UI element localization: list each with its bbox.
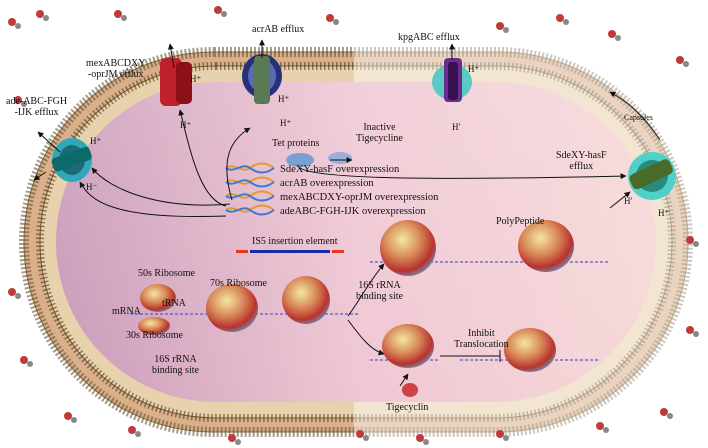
kpg-efflux-label: kpgABC efflux <box>398 32 460 43</box>
ribosome-70s-label: 70s Ribosome <box>210 278 267 289</box>
ion-h-plus-acr: H⁺ <box>278 94 290 104</box>
mex-efflux-pump <box>160 58 192 106</box>
ribosome-50s <box>140 284 176 312</box>
mex-efflux-line2: -oprJM efflux <box>87 69 144 80</box>
capsules-label: Capsules <box>624 113 653 122</box>
ade-efflux-label: ade-ABC-FGH -IJK efflux <box>6 96 67 118</box>
ade-efflux-line1: ade-ABC-FGH <box>6 96 68 107</box>
tet-proteins-label: Tet proteins <box>272 138 320 149</box>
dna-helices <box>225 162 275 216</box>
kpg-efflux-pump <box>432 58 472 102</box>
tigecyclin-label: Tigecyclin <box>386 402 429 413</box>
sde-efflux-line1: SdeXY-hasF <box>556 150 607 161</box>
ade-efflux-line2: -IJK efflux <box>14 107 59 118</box>
overexpression-1: SdeXY-hasF overexpression <box>280 164 400 175</box>
sde-efflux-label: SdeXY-hasF efflux <box>556 150 607 172</box>
tet-molecules <box>286 152 418 397</box>
ribosome-30s-label: 30s Ribosome <box>126 330 183 341</box>
overexpression-2: acrAB overexpression <box>280 178 374 189</box>
is5-label: IS5 insertion element <box>252 236 338 247</box>
ion-h-plus-mex-2: H⁺ <box>180 120 192 130</box>
inactive-tigecycline-label: Inactive Tigecycline <box>356 122 403 144</box>
ion-h-plus-ade: H⁺ <box>90 136 102 146</box>
inhibit-line1: Inhibit <box>467 328 495 339</box>
mex-efflux-line1: mexABCDXY <box>86 58 146 69</box>
mex-efflux-label: mexABCDXY -oprJM efflux <box>86 58 145 80</box>
binding-right-line1: 16S rRNA <box>358 280 401 291</box>
acr-efflux-label: acrAB efflux <box>252 24 305 35</box>
binding-site-right-label: 16S rRNA binding site <box>356 280 403 302</box>
overexpression-4: adeABC-FGH-IJK overexpression <box>280 206 426 217</box>
ion-h-plus-kpg: H⁺ <box>468 64 480 74</box>
ribosome-70s <box>206 284 258 332</box>
ion-h-plus-sde: H⁺ <box>658 208 670 218</box>
inactive-line1: Inactive <box>363 122 396 133</box>
sde-efflux-pump <box>628 152 676 200</box>
inhibit-label: Inhibit Translocation <box>454 328 509 350</box>
ion-h-prime-kpg: H' <box>452 122 461 132</box>
ribosome-tetb <box>282 276 330 324</box>
arrows <box>33 39 661 387</box>
mrna-label: mRNA <box>112 306 141 317</box>
ribosome-30s <box>138 317 170 335</box>
ion-h-plus-mex: H⁺ <box>190 74 202 84</box>
ribosomes <box>138 220 574 372</box>
is5-bar <box>236 250 344 253</box>
ribosome-inhibit <box>504 328 556 372</box>
ion-h-plus-acr-2: H⁺ <box>280 118 292 128</box>
ade-efflux-pump <box>51 138 92 182</box>
overexpression-3: mexABCDXY-oprJM overexpression <box>280 192 439 203</box>
drug-molecules <box>8 6 699 445</box>
polypeptide-label: PolyPeptide <box>496 216 545 227</box>
ribosome-poly <box>518 220 574 272</box>
acr-efflux-pump <box>242 54 282 104</box>
ion-h-prime-sde: H' <box>624 196 633 206</box>
binding-left-line1: 16S rRNA <box>154 354 197 365</box>
binding-site-left-label: 16S rRNA binding site <box>152 354 199 376</box>
binding-left-line2: binding site <box>152 365 199 376</box>
sde-efflux-line2: efflux <box>569 161 594 172</box>
inhibit-line2: Translocation <box>454 339 509 350</box>
ion-h-minus-ade: H⁻ <box>86 182 98 192</box>
ribosome-50s-label: 50s Ribosome <box>138 268 195 279</box>
ribosome-upper <box>380 220 436 276</box>
trna-label: tRNA <box>162 298 186 309</box>
inactive-line2: Tigecycline <box>356 133 403 144</box>
binding-right-line2: binding site <box>356 291 403 302</box>
cell-envelope <box>19 40 708 440</box>
ribosome-lower <box>382 324 434 368</box>
